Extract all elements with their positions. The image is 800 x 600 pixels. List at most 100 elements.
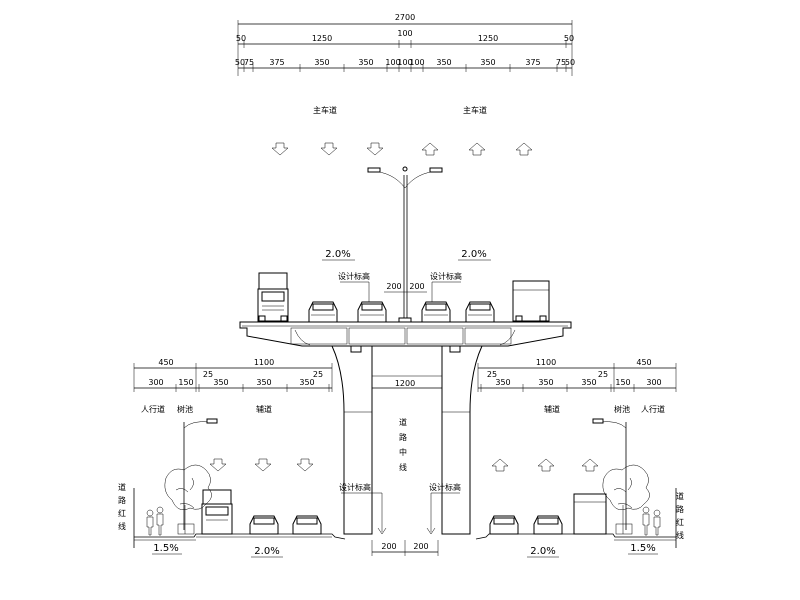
- label-left-sidewalk: 人行道: [141, 404, 165, 414]
- ground-car-right-1: [489, 515, 519, 535]
- dim-r3-7: 100: [409, 58, 424, 67]
- arrow-down-icon: [271, 142, 289, 156]
- upper-right-design-elevation: 设计标高: [430, 271, 462, 281]
- upper-left-design-elevation: 设计标高: [338, 271, 370, 281]
- dim-right-450: 450: [636, 358, 651, 367]
- left-sidewalk-slope: 1.5%: [153, 543, 178, 554]
- upper-car-1: [308, 301, 338, 323]
- dim-r2-3: 1250: [478, 34, 498, 43]
- left-pedestrians: [146, 506, 164, 536]
- label-right-road-redline: 道 路 红 线: [676, 491, 684, 540]
- dim-r3-0: 50: [235, 58, 245, 67]
- label-right-tree-pit: 树池: [614, 404, 630, 414]
- right-sidewalk-slope: 1.5%: [630, 543, 655, 554]
- dim-left-25b: 25: [313, 370, 323, 379]
- label-left-aux-road: 辅道: [256, 404, 272, 414]
- bridge-deck: [239, 321, 572, 347]
- dim-r3-8: 350: [436, 58, 451, 67]
- dim-center-1200: 1200: [395, 379, 415, 388]
- dim-left-350c: 350: [299, 378, 314, 387]
- label-right-aux-road: 辅道: [544, 404, 560, 414]
- dim-left-350a: 350: [213, 378, 228, 387]
- svg-text:路: 路: [676, 504, 684, 514]
- upper-car-2: [357, 301, 387, 323]
- dim-r3-10: 375: [525, 58, 540, 67]
- dim-right-25a: 25: [487, 370, 497, 379]
- dim-right-25b: 25: [598, 370, 608, 379]
- dim-right-150: 150: [615, 378, 630, 387]
- ground-car-left-1: [249, 515, 279, 535]
- upper-right-200: 200: [409, 282, 424, 291]
- svg-text:道: 道: [676, 491, 684, 501]
- right-tree: [602, 464, 650, 535]
- svg-text:红: 红: [676, 517, 684, 527]
- dim-r3-3: 350: [314, 58, 329, 67]
- dim-right-350b: 350: [538, 378, 553, 387]
- dim-left-450: 450: [158, 358, 173, 367]
- label-left-main-lane: 主车道: [313, 105, 337, 115]
- label-right-main-lane: 主车道: [463, 105, 487, 115]
- bottom-right-200: 200: [413, 542, 428, 551]
- dim-r3-5: 100: [385, 58, 400, 67]
- label-right-sidewalk: 人行道: [641, 404, 665, 414]
- dim-right-350a: 350: [495, 378, 510, 387]
- arrow-up-icon: [515, 142, 533, 156]
- ground-car-right-2: [533, 515, 563, 535]
- dim-r2-0: 50: [236, 34, 246, 43]
- svg-text:红: 红: [118, 508, 126, 518]
- upper-car-3: [421, 301, 451, 323]
- svg-text:线: 线: [676, 530, 684, 540]
- arrow-down-icon: [366, 142, 384, 156]
- arrow-down-icon: [320, 142, 338, 156]
- ground-down-arrows: [209, 458, 314, 472]
- left-tree: [164, 464, 212, 535]
- label-left-tree-pit: 树池: [177, 404, 193, 414]
- dim-r3-4: 350: [358, 58, 373, 67]
- left-street-lamp: [183, 418, 218, 530]
- center-lamp-pole: [367, 166, 443, 325]
- ground-dimensions-left: 450 1100 300 150 25 350 350 350 25: [133, 358, 333, 392]
- dim-r3-9: 350: [480, 58, 495, 67]
- dim-left-150: 150: [178, 378, 193, 387]
- upper-left-200: 200: [386, 282, 401, 291]
- ground-up-arrows: [491, 458, 599, 472]
- dim-left-25a: 25: [203, 370, 213, 379]
- dim-r3-1: 75: [244, 58, 254, 67]
- bridge-pier-right: [441, 345, 483, 535]
- dim-r3-12: 50: [565, 58, 575, 67]
- svg-text:道: 道: [118, 482, 126, 492]
- left-road-slope: 2.0%: [254, 546, 279, 557]
- arrow-up-icon: [537, 458, 555, 472]
- svg-text:线: 线: [118, 521, 126, 531]
- left-pier-design-elevation: 设计标高: [339, 482, 371, 492]
- dim-r2-2: 100: [397, 29, 412, 38]
- arrow-up-icon: [421, 142, 439, 156]
- dim-right-1100: 1100: [536, 358, 556, 367]
- bridge-pier-left: [331, 345, 373, 535]
- dim-right-300: 300: [646, 378, 661, 387]
- bottom-left-200: 200: [381, 542, 396, 551]
- arrow-down-icon: [254, 458, 272, 472]
- svg-text:线: 线: [399, 462, 407, 472]
- upper-right-slope: 2.0%: [461, 249, 486, 260]
- label-road-centerline: 道 路 中 线: [399, 417, 407, 472]
- label-left-road-redline: 道 路 红 线: [118, 482, 126, 531]
- ground-car-left-2: [292, 515, 322, 535]
- dim-right-350c: 350: [581, 378, 596, 387]
- dim-r3-6: 100: [397, 58, 412, 67]
- arrow-up-icon: [468, 142, 486, 156]
- dim-r3-2: 375: [269, 58, 284, 67]
- svg-text:中: 中: [399, 447, 407, 457]
- ground-road-surface: [134, 533, 676, 541]
- svg-text:路: 路: [118, 495, 126, 505]
- arrow-down-icon: [209, 458, 227, 472]
- right-pedestrians: [642, 506, 661, 536]
- ground-truck-right: [573, 493, 607, 535]
- ground-truck-left: [201, 489, 233, 535]
- upper-up-arrows: [421, 142, 533, 156]
- dim-r2-1: 1250: [312, 34, 332, 43]
- dim-r3-11: 75: [556, 58, 566, 67]
- top-dimension-chain: 2700 50 1250 100 1250 50 50 75 375 350: [235, 13, 575, 76]
- dim-left-350b: 350: [256, 378, 271, 387]
